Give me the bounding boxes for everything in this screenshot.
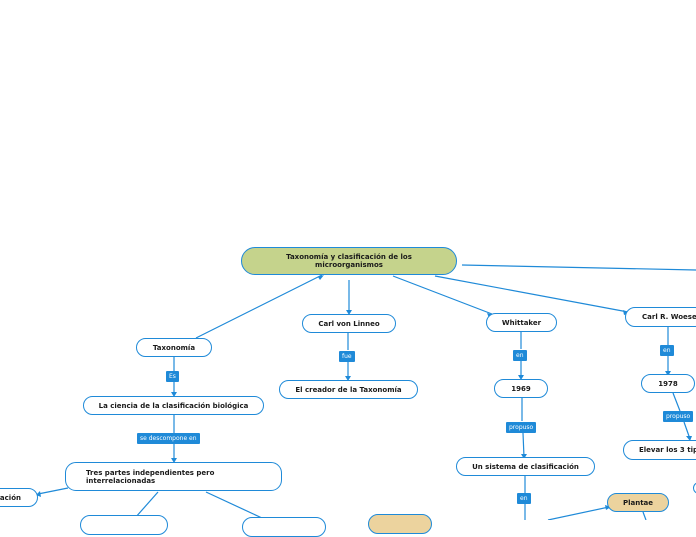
connector-main-woese [434, 275, 629, 313]
main-topic-label: Taxonomía y clasificación de los microor… [286, 253, 412, 269]
arrowhead [686, 436, 692, 441]
connector-1978-propuso [672, 392, 681, 412]
node-1969-label: 1969 [511, 384, 531, 393]
node-1969[interactable]: 1969 [494, 379, 548, 398]
connector-main-taxonomia [195, 274, 323, 339]
arrowhead [171, 392, 177, 397]
arrowhead [345, 376, 351, 381]
node-1978-label: 1978 [658, 379, 678, 388]
node-elevar[interactable]: Elevar los 3 tip [623, 440, 696, 460]
connector-to-plantae [547, 506, 610, 520]
node-tres-partes[interactable]: Tres partes independientes pero interrel… [65, 462, 282, 491]
tag-en-sistema: en [517, 493, 531, 504]
node-taxonomia-label: Taxonomía [152, 343, 196, 352]
node-la-ciencia-label: La ciencia de la clasificación biológica [98, 401, 249, 410]
node-elevar-label: Elevar los 3 tip [639, 446, 696, 454]
connector-propuso-sistema [522, 432, 525, 458]
connector-tres-child-left [134, 491, 159, 519]
arrowhead [521, 454, 527, 459]
main-topic-node[interactable]: Taxonomía y clasificación de los microor… [241, 247, 457, 275]
node-child-right[interactable] [242, 517, 326, 537]
node-carl-von-linneo[interactable]: Carl von Linneo [302, 314, 396, 333]
connector-main-offscreen [461, 264, 696, 271]
arrowhead [318, 275, 324, 280]
node-tan-partial[interactable] [368, 514, 432, 534]
node-el-creador[interactable]: El creador de la Taxonomía [279, 380, 418, 399]
connector-main-whittaker [392, 275, 493, 315]
node-taxonomia[interactable]: Taxonomía [136, 338, 212, 357]
node-child-left[interactable] [80, 515, 168, 535]
node-whittaker-label: Whittaker [501, 318, 542, 327]
tag-propuso-woese: propuso [663, 411, 694, 422]
connector-tres-clasificacion [37, 487, 69, 495]
node-la-ciencia[interactable]: La ciencia de la clasificación biológica [83, 396, 264, 415]
node-clasificacion-partial-label: ación [0, 493, 21, 502]
node-el-creador-label: El creador de la Taxonomía [295, 385, 402, 394]
node-carl-von-linneo-label: Carl von Linneo [318, 319, 380, 328]
tag-en-whittaker: en [513, 350, 527, 361]
tag-es: Es [166, 371, 179, 382]
arrowhead [346, 310, 352, 315]
tag-propuso-whittaker: propuso [506, 422, 537, 433]
connector-tres-child-right [205, 491, 263, 519]
arrowhead [171, 458, 177, 463]
tag-en-woese: en [660, 345, 674, 356]
node-carl-woese-label: Carl R. Woese [642, 313, 696, 321]
tag-se-descompone-en: se descompone en [137, 433, 200, 444]
node-whittaker[interactable]: Whittaker [486, 313, 557, 332]
node-clasificacion-partial[interactable]: ación [0, 488, 38, 507]
node-carl-woese[interactable]: Carl R. Woese [625, 307, 696, 327]
tag-fue: fue [339, 351, 355, 362]
arrowhead [665, 371, 671, 376]
node-plantae-label: Plantae [622, 498, 654, 507]
arrowhead [518, 375, 524, 380]
node-1978[interactable]: 1978 [641, 374, 695, 393]
connector-plantae-down [642, 511, 647, 520]
node-plantae[interactable]: Plantae [607, 493, 669, 512]
node-un-sistema-label: Un sistema de clasificación [472, 462, 579, 471]
node-tres-partes-label: Tres partes independientes pero interrel… [86, 468, 215, 485]
node-un-sistema[interactable]: Un sistema de clasificación [456, 457, 595, 476]
